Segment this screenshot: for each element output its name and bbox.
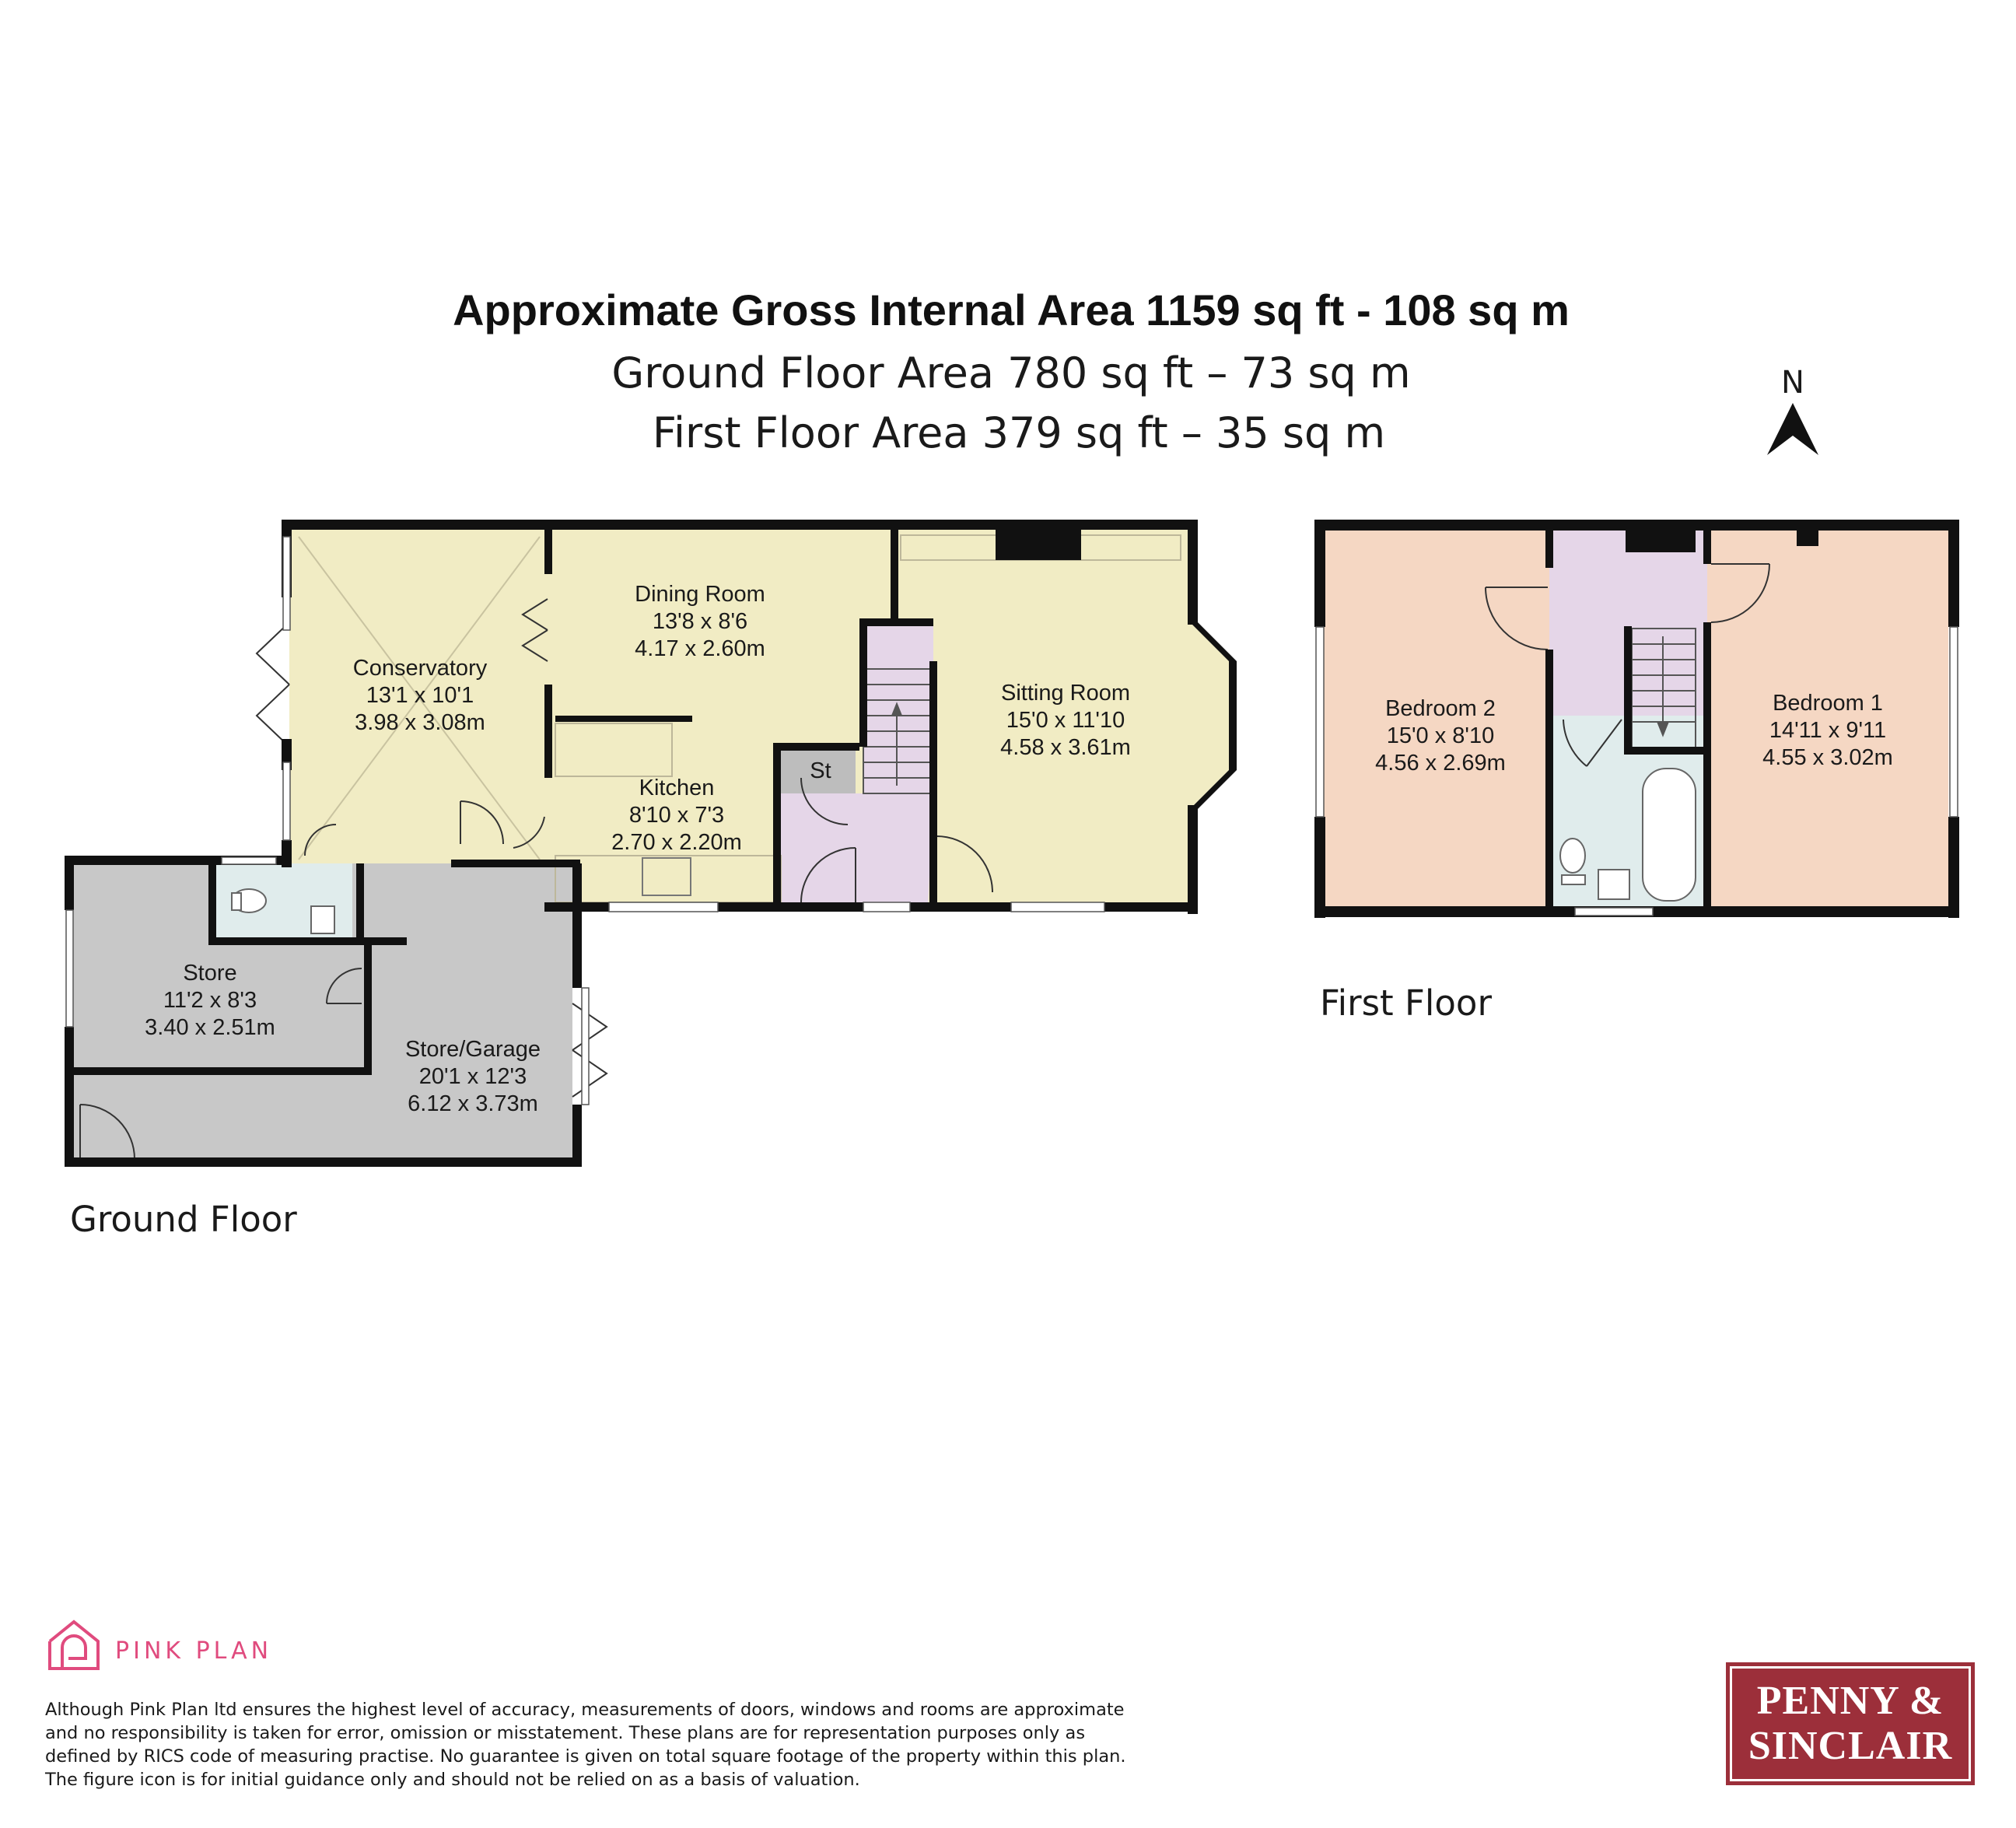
store-metric: 3.40 x 2.51m	[145, 1015, 275, 1040]
bedroom2-imperial: 15'0 x 8'10	[1387, 723, 1494, 748]
understairs-label: St	[810, 758, 831, 783]
bedroom1-imperial: 14'11 x 9'11	[1769, 718, 1886, 743]
pink-plan-brand: PINK PLAN	[115, 1637, 272, 1665]
store-name: Store	[183, 961, 236, 986]
sitting-room-name: Sitting Room	[1001, 681, 1130, 706]
north-label: N	[1781, 365, 1804, 401]
ground-floor-plan: Conservatory 13'1 x 10'1 3.98 x 3.08m Di…	[65, 520, 1237, 1240]
penny-sinclair-logo-border: PENNY & SINCLAIR	[1730, 1666, 1971, 1781]
garage-name: Store/Garage	[405, 1037, 541, 1062]
sitting-room-metric: 4.58 x 3.61m	[1000, 735, 1131, 760]
first-floor-area: First Floor Area 379 sq ft – 35 sq m	[653, 408, 1385, 457]
dining-room-metric: 4.17 x 2.60m	[635, 636, 765, 661]
bathroom-toilet-icon	[1559, 838, 1586, 874]
house-logo-icon	[48, 1620, 100, 1670]
ground-stairs-icon	[863, 668, 931, 794]
bedroom2-fill	[1324, 529, 1549, 906]
understairs-fill	[778, 747, 856, 793]
hall-stairs-fill	[778, 622, 933, 909]
sitting-room-imperial: 15'0 x 11'10	[1006, 708, 1125, 733]
gross-area-title: Approximate Gross Internal Area 1159 sq …	[453, 285, 1570, 334]
first-floor-plan: Bedroom 2 15'0 x 8'10 4.56 x 2.69m Bedro…	[1314, 520, 1959, 1024]
bath-tub-icon	[1642, 768, 1696, 902]
north-arrow-icon: N	[1767, 365, 1818, 455]
agent-name-line1: PENNY &	[1756, 1679, 1944, 1723]
penny-sinclair-logo: PENNY & SINCLAIR	[1726, 1662, 1975, 1785]
disclaimer-text: Although Pink Plan ltd ensures the highe…	[45, 1700, 1126, 1790]
garage-imperial: 20'1 x 12'3	[419, 1064, 527, 1089]
sitting-room-fill	[895, 527, 1229, 909]
bedroom2-name: Bedroom 2	[1385, 696, 1496, 721]
bedroom1-name: Bedroom 1	[1773, 691, 1883, 716]
bedroom1-metric: 4.55 x 3.02m	[1762, 745, 1893, 770]
bedroom2-metric: 4.56 x 2.69m	[1375, 751, 1506, 776]
agent-name-line2: SINCLAIR	[1748, 1724, 1953, 1768]
pink-plan-logo: PINK PLAN	[48, 1620, 272, 1670]
store-fill-lower	[72, 941, 368, 1073]
dining-room-name: Dining Room	[635, 582, 765, 607]
ground-floor-area: Ground Floor Area 780 sq ft – 73 sq m	[611, 348, 1410, 397]
ground-floor-label: Ground Floor	[70, 1199, 297, 1240]
garage-metric: 6.12 x 3.73m	[408, 1091, 538, 1116]
store-imperial: 11'2 x 8'3	[163, 988, 257, 1013]
garage-fill-lower	[72, 1073, 572, 1159]
bathroom-basin-icon	[1598, 869, 1630, 900]
conservatory-imperial: 13'1 x 10'1	[366, 683, 474, 708]
kitchen-sink-icon	[642, 857, 691, 896]
kitchen-metric: 2.70 x 2.20m	[611, 830, 742, 855]
kitchen-imperial: 8'10 x 7'3	[629, 803, 724, 828]
kitchen-name: Kitchen	[639, 776, 715, 800]
first-floor-label: First Floor	[1320, 982, 1492, 1024]
wc-basin-icon	[310, 905, 335, 934]
conservatory-metric: 3.98 x 3.08m	[355, 710, 485, 735]
dining-room-imperial: 13'8 x 8'6	[653, 609, 747, 634]
conservatory-name: Conservatory	[353, 656, 488, 681]
bedroom1-fill	[1707, 529, 1948, 906]
